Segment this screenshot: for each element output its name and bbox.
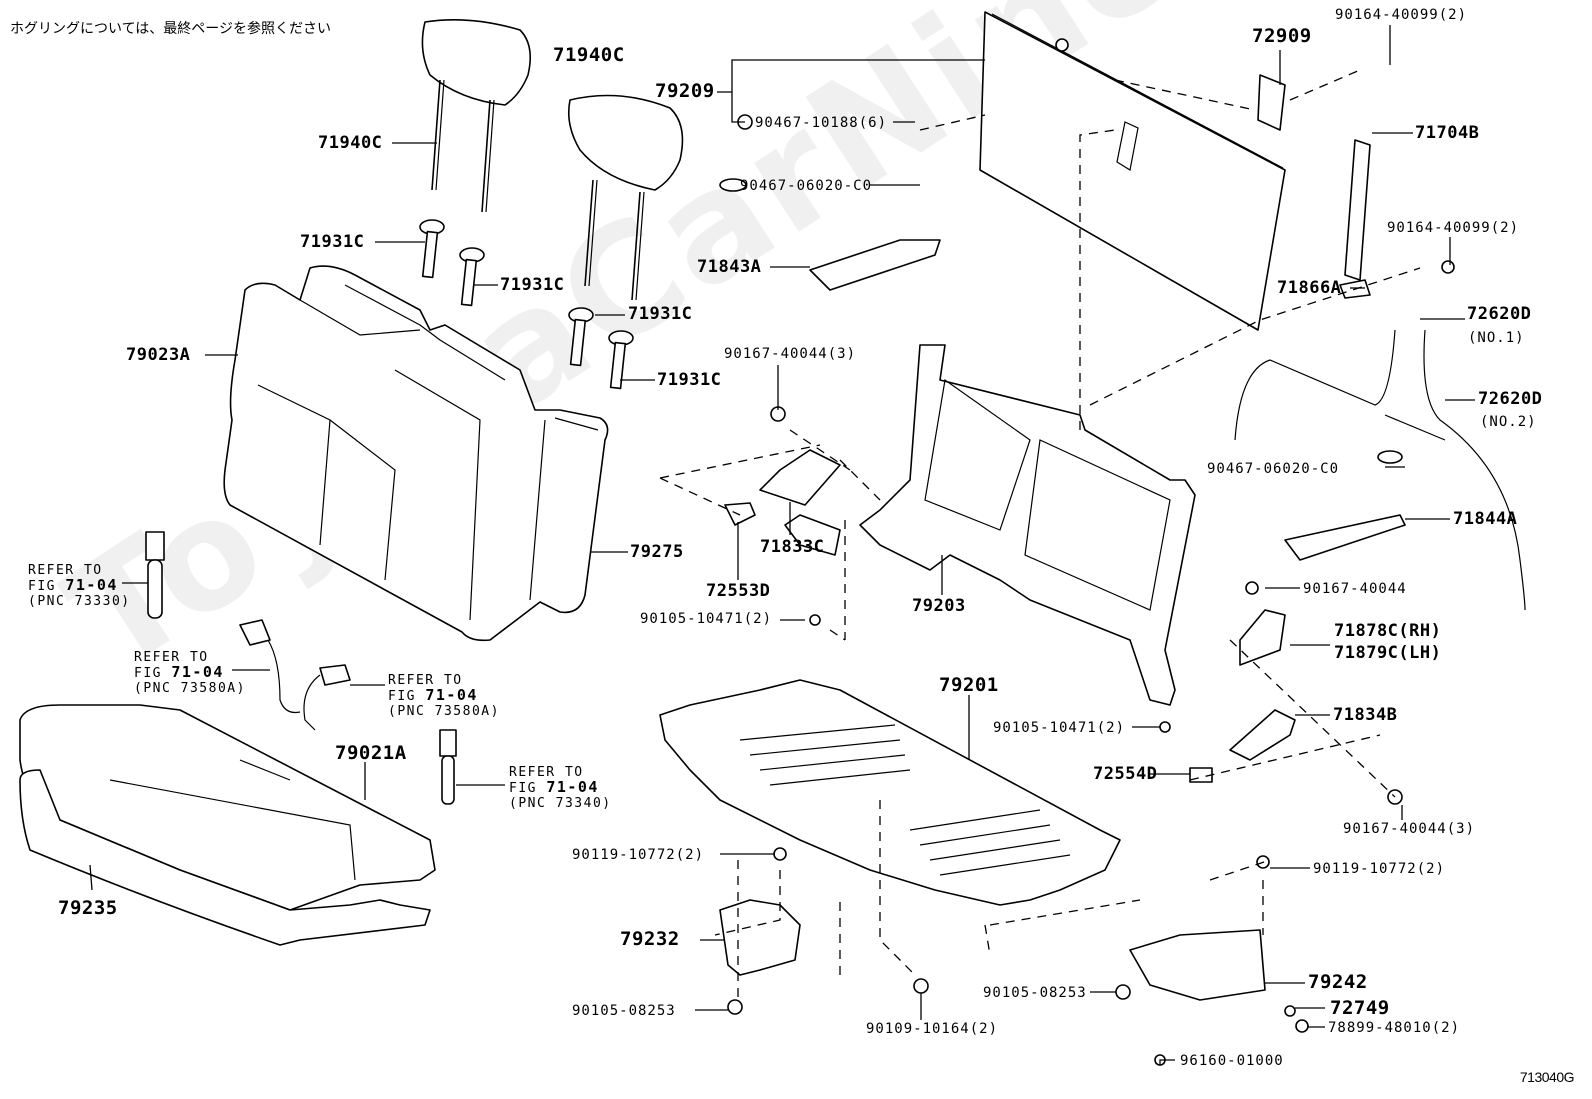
reference-line1: REFER TO [509, 765, 584, 780]
part-label-71878c-rh[interactable]: 71878C(RH) [1334, 621, 1442, 641]
seat-frame[interactable] [659, 679, 1121, 906]
part-label-79021a[interactable]: 79021A [335, 742, 407, 764]
part-label-71866a[interactable]: 71866A [1277, 278, 1342, 298]
part-label-90105-10471-right[interactable]: 90105-10471(2) [993, 720, 1126, 736]
seatback-assembly[interactable] [223, 265, 609, 642]
part-label-90167-40044-3-left[interactable]: 90167-40044(3) [724, 346, 857, 362]
part-label-71879c-lh[interactable]: 71879C(LH) [1334, 643, 1442, 663]
part-label-90467-10188[interactable]: 90467-10188(6) [755, 115, 888, 131]
part-label-79232[interactable]: 79232 [620, 928, 680, 950]
part-label-72620d-no1-note: (NO.1) [1468, 330, 1525, 346]
reference-pnc: (PNC 73580A) [134, 681, 246, 696]
part-label-79235[interactable]: 79235 [58, 897, 118, 919]
part-label-72909[interactable]: 72909 [1252, 25, 1312, 47]
part-label-90109-10164[interactable]: 90109-10164(2) [866, 1021, 999, 1037]
headrest-left[interactable] [421, 18, 531, 213]
reference-fig: FIG 71-04 [388, 686, 478, 705]
reference-line1: REFER TO [134, 650, 209, 665]
reference-pnc: (PNC 73340) [509, 796, 612, 811]
part-label-71833c[interactable]: 71833C [760, 537, 825, 557]
part-label-72553d[interactable]: 72553D [706, 581, 771, 601]
reference-pnc: (PNC 73330) [28, 594, 131, 609]
part-label-71931c-3[interactable]: 71931C [628, 304, 693, 324]
part-label-79209[interactable]: 79209 [655, 80, 715, 102]
part-label-79023a[interactable]: 79023A [126, 345, 191, 365]
part-label-90164-40099-top[interactable]: 90164-40099(2) [1335, 7, 1468, 23]
part-label-72620d-no2[interactable]: 72620D [1478, 389, 1543, 409]
reference-note-73580a-left[interactable]: REFER TO FIG 71-04 (PNC 73580A) [134, 650, 246, 696]
part-label-90164-40099-mid[interactable]: 90164-40099(2) [1387, 220, 1520, 236]
release-cables[interactable] [1234, 329, 1526, 611]
part-label-72620d-no1[interactable]: 72620D [1467, 304, 1532, 324]
part-label-71704b[interactable]: 71704B [1415, 123, 1480, 143]
part-label-90467-06020-c0-upper[interactable]: 90467-06020-C0 [740, 178, 873, 194]
assembly-lines [659, 69, 1421, 1000]
part-label-78899-48010[interactable]: 78899-48010(2) [1328, 1020, 1461, 1036]
headrest-guides[interactable] [419, 219, 634, 390]
figure-code: 713040G [1519, 1069, 1575, 1085]
part-label-90167-40044[interactable]: 90167-40044 [1303, 581, 1407, 597]
reference-fig: FIG 71-04 [28, 576, 118, 595]
hinge-covers[interactable] [724, 74, 1406, 783]
reference-note-73330[interactable]: REFER TO FIG 71-04 (PNC 73330) [28, 563, 131, 609]
part-label-90467-06020-c0-right[interactable]: 90467-06020-C0 [1207, 461, 1340, 477]
part-label-71940c-right[interactable]: 71940C [553, 44, 625, 66]
part-label-90167-40044-3-right[interactable]: 90167-40044(3) [1343, 821, 1476, 837]
hog-ring-note: ホグリングについては、最終ページを参照ください [10, 21, 332, 37]
part-label-79275[interactable]: 79275 [630, 542, 684, 562]
part-label-72620d-no2-note: (NO.2) [1480, 414, 1537, 430]
reference-note-73580a-right[interactable]: REFER TO FIG 71-04 (PNC 73580A) [388, 673, 500, 719]
part-label-79203[interactable]: 79203 [912, 596, 966, 616]
part-label-79242[interactable]: 79242 [1308, 971, 1368, 993]
part-label-90119-10772-right[interactable]: 90119-10772(2) [1313, 861, 1446, 877]
reference-line1: REFER TO [28, 563, 103, 578]
part-label-72554d[interactable]: 72554D [1093, 764, 1158, 784]
part-label-90105-08253-right[interactable]: 90105-08253 [983, 985, 1087, 1001]
reference-note-73340[interactable]: REFER TO FIG 71-04 (PNC 73340) [509, 765, 612, 811]
reference-pnc: (PNC 73580A) [388, 704, 500, 719]
fasteners[interactable] [719, 38, 1455, 1066]
part-label-71834b[interactable]: 71834B [1333, 705, 1398, 725]
reference-fig: FIG 71-04 [509, 778, 599, 797]
part-label-71940c-left[interactable]: 71940C [318, 133, 383, 153]
leader-lines [89, 25, 1475, 1065]
seatback-frame[interactable] [859, 344, 1196, 706]
headrest-right[interactable] [567, 94, 684, 301]
part-label-71843a[interactable]: 71843A [697, 257, 762, 277]
part-label-72749[interactable]: 72749 [1330, 997, 1390, 1019]
part-label-96160-01000[interactable]: 96160-01000 [1180, 1053, 1284, 1069]
part-label-90105-10471-left[interactable]: 90105-10471(2) [640, 611, 773, 627]
reference-fig: FIG 71-04 [134, 663, 224, 682]
part-label-90119-10772-left[interactable]: 90119-10772(2) [572, 847, 705, 863]
part-label-79201[interactable]: 79201 [939, 674, 999, 696]
seatbelt-buckles[interactable] [145, 531, 457, 805]
part-label-71931c-1[interactable]: 71931C [300, 232, 365, 252]
seat-cushion[interactable] [19, 704, 436, 946]
back-board-panel[interactable] [979, 11, 1286, 331]
part-label-71931c-2[interactable]: 71931C [500, 275, 565, 295]
part-label-71844a[interactable]: 71844A [1453, 509, 1518, 529]
reference-line1: REFER TO [388, 673, 463, 688]
part-label-90105-08253-left[interactable]: 90105-08253 [572, 1003, 676, 1019]
part-label-71931c-4[interactable]: 71931C [657, 370, 722, 390]
